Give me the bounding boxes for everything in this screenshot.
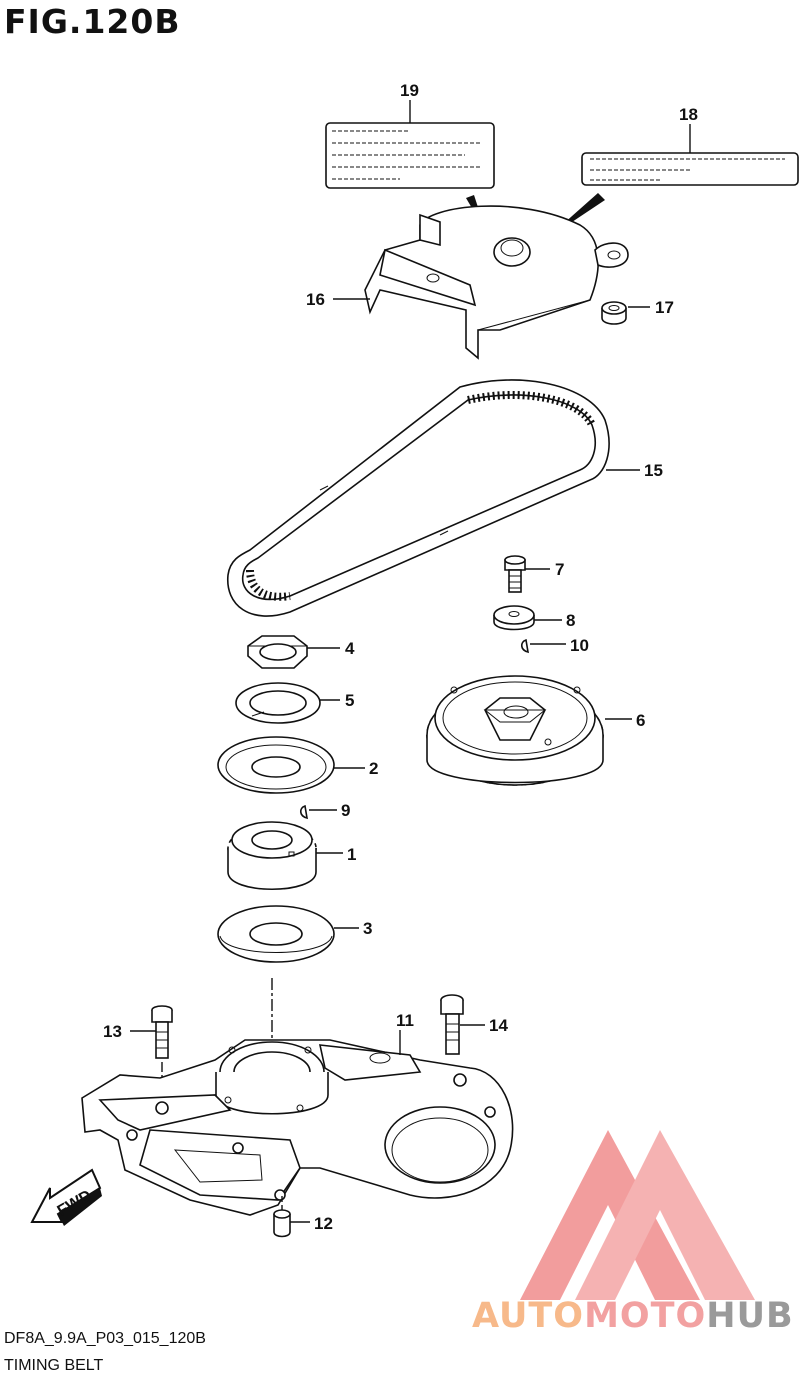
callout-8: 8 bbox=[566, 611, 575, 630]
callout-12: 12 bbox=[314, 1214, 333, 1233]
camshaft-pulley bbox=[426, 675, 604, 786]
watermark-text: AUTOMOTOHUB bbox=[472, 1296, 794, 1336]
callout-17: 17 bbox=[655, 298, 674, 317]
callout-10: 10 bbox=[570, 636, 589, 655]
callout-13: 13 bbox=[103, 1022, 122, 1041]
washer-8 bbox=[493, 605, 535, 631]
crankshaft-pulley bbox=[227, 821, 317, 891]
key-10 bbox=[520, 638, 529, 654]
callout-11: 11 bbox=[396, 1011, 414, 1030]
figure-title: FIG.120B bbox=[4, 2, 181, 41]
callout-5: 5 bbox=[345, 691, 354, 710]
watermark-moto: MOTO bbox=[584, 1296, 707, 1336]
callout-2: 2 bbox=[369, 759, 378, 778]
timing-belt bbox=[227, 379, 610, 617]
key-9 bbox=[299, 804, 308, 820]
callout-3: 3 bbox=[363, 919, 372, 938]
lock-washer-5 bbox=[235, 682, 321, 724]
diagram-code: DF8A_9.9A_P03_015_120B bbox=[4, 1330, 206, 1347]
callout-7: 7 bbox=[555, 560, 564, 579]
belt-cover bbox=[364, 205, 629, 360]
watermark-logo bbox=[520, 1130, 755, 1300]
callout-6: 6 bbox=[636, 711, 645, 730]
watermark-auto: AUTO bbox=[472, 1296, 585, 1336]
guide-plate-2 bbox=[217, 736, 335, 794]
callout-16: 16 bbox=[306, 290, 325, 309]
logo-triangle-left bbox=[520, 1130, 700, 1300]
fwd-arrow-icon: FWD bbox=[30, 1168, 102, 1226]
callout-15: 15 bbox=[644, 461, 663, 480]
watermark-hub: HUB bbox=[706, 1296, 794, 1336]
callout-4: 4 bbox=[345, 639, 355, 658]
bolt-14 bbox=[440, 994, 464, 1055]
callout-19: 19 bbox=[400, 81, 419, 100]
oil-pump-case bbox=[81, 1039, 514, 1216]
decal-18 bbox=[581, 152, 799, 186]
callout-18: 18 bbox=[679, 105, 698, 124]
nut-4 bbox=[247, 635, 308, 669]
grommet bbox=[601, 301, 627, 325]
guide-plate-3 bbox=[217, 905, 335, 963]
callout-1: 1 bbox=[347, 845, 356, 864]
diagram-caption: TIMING BELT bbox=[4, 1357, 104, 1374]
dowel-pin bbox=[273, 1209, 291, 1238]
callout-14: 14 bbox=[489, 1016, 508, 1035]
logo-triangle-right bbox=[575, 1130, 755, 1300]
bolt-7 bbox=[504, 555, 526, 593]
decal-19 bbox=[325, 122, 495, 189]
callout-9: 9 bbox=[341, 801, 350, 820]
bolt-13 bbox=[151, 1005, 173, 1059]
